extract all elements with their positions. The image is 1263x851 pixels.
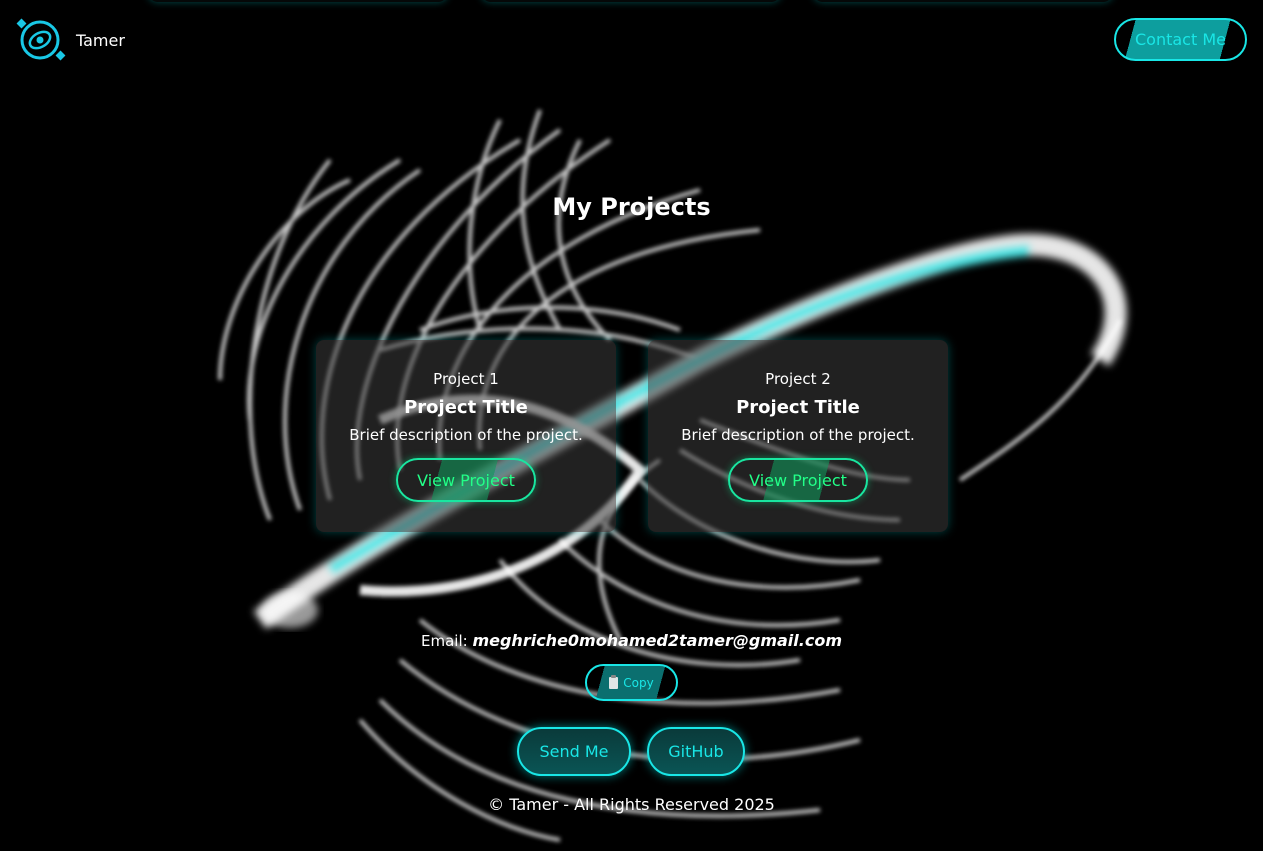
project-number: Project 1 bbox=[433, 370, 499, 388]
galaxy-orbit-icon bbox=[16, 18, 66, 61]
projects-heading: My Projects bbox=[552, 193, 711, 221]
email-address[interactable]: meghriche0mohamed2tamer@gmail.com bbox=[472, 631, 842, 650]
view-project-button[interactable]: View Project bbox=[728, 458, 868, 502]
copy-label: Copy bbox=[623, 675, 654, 690]
contact-me-button[interactable]: Contact Me bbox=[1114, 18, 1247, 61]
send-me-button[interactable]: Send Me bbox=[517, 727, 631, 776]
email-label: Email: bbox=[421, 632, 468, 650]
project-title: Project Title bbox=[736, 397, 860, 418]
top-strip-right bbox=[813, 0, 1113, 2]
project-description: Brief description of the project. bbox=[681, 426, 915, 444]
top-strip-center bbox=[481, 0, 781, 2]
footer-copyright: © Tamer - All Rights Reserved 2025 bbox=[488, 795, 775, 814]
clipboard-icon bbox=[609, 674, 619, 689]
email-line: Email: meghriche0mohamed2tamer@gmail.com bbox=[0, 631, 1263, 650]
project-title: Project Title bbox=[404, 397, 528, 418]
view-project-button[interactable]: View Project bbox=[396, 458, 536, 502]
nav-logo[interactable]: Tamer bbox=[16, 18, 125, 62]
project-card: Project 2 Project Title Brief descriptio… bbox=[648, 340, 948, 532]
project-card: Project 1 Project Title Brief descriptio… bbox=[316, 340, 616, 532]
project-description: Brief description of the project. bbox=[349, 426, 583, 444]
project-number: Project 2 bbox=[765, 370, 831, 388]
copy-email-button[interactable]: Copy bbox=[585, 664, 678, 701]
top-strip-left bbox=[148, 0, 448, 2]
brand-name: Tamer bbox=[76, 30, 125, 50]
github-button[interactable]: GitHub bbox=[647, 727, 745, 776]
